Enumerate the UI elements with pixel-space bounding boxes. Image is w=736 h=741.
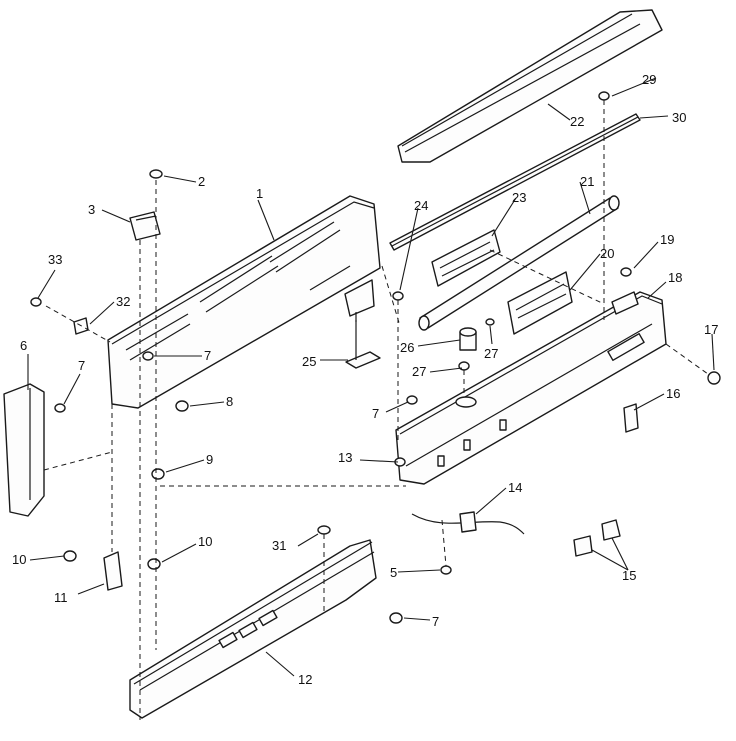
callout-label: 10 [12, 552, 26, 567]
callout-label: 15 [622, 568, 636, 583]
callout-label: 5 [390, 565, 397, 580]
foot-part [707, 371, 721, 385]
rod-part [418, 195, 620, 331]
callout-label: 24 [414, 198, 428, 213]
callout-label: 32 [116, 294, 130, 309]
callout-label: 27 [412, 364, 426, 379]
trim-cap-part [397, 9, 663, 163]
callout-label: 7 [78, 358, 85, 373]
callout-label: 23 [512, 190, 526, 205]
callout-label: 1 [256, 186, 263, 201]
callout-label: 17 [704, 322, 718, 337]
callout-label: 13 [338, 450, 352, 465]
wire-part [411, 511, 525, 535]
leaders [27, 77, 715, 677]
callout-label: 29 [642, 72, 656, 87]
callout-label: 9 [206, 452, 213, 467]
callout-label: 7 [432, 614, 439, 629]
callout-label: 3 [88, 202, 95, 217]
callout-label: 2 [198, 174, 205, 189]
timer-block-part [507, 271, 573, 335]
callout-label: 26 [400, 340, 414, 355]
callout-label: 14 [508, 480, 522, 495]
callout-label: 12 [298, 672, 312, 687]
callout-label: 7 [372, 406, 379, 421]
side-panel-part [3, 383, 45, 517]
switch-block-part [431, 229, 501, 287]
rear-bracket-part [107, 195, 381, 409]
callout-label: 25 [302, 354, 316, 369]
small-bracket-part [345, 320, 381, 369]
callout-label: 7 [204, 348, 211, 363]
callout-label: 33 [48, 252, 62, 267]
callout-label: 31 [272, 538, 286, 553]
callout-label: 19 [660, 232, 674, 247]
callout-label: 10 [198, 534, 212, 549]
callout-label: 16 [666, 386, 680, 401]
lower-panel-part [129, 539, 377, 719]
bracket-3-part [129, 211, 161, 241]
callout-label: 30 [672, 110, 686, 125]
callout-labels: 1 2 3 5 6 7 7 7 7 8 9 10 10 11 12 13 14 … [12, 72, 718, 687]
callout-label: 6 [20, 338, 27, 353]
callout-label: 27 [484, 346, 498, 361]
callout-label: 21 [580, 174, 594, 189]
callout-label: 11 [54, 590, 68, 605]
fasteners [30, 91, 632, 624]
clip-part [103, 551, 123, 591]
assembly-lines [43, 100, 709, 720]
callout-label: 20 [600, 246, 614, 261]
bracket-16-part [623, 403, 639, 433]
control-panel-part [395, 291, 667, 485]
callout-label: 8 [226, 394, 233, 409]
callout-label: 18 [668, 270, 682, 285]
trim-strip-part [389, 113, 641, 251]
knob-part [459, 327, 477, 351]
callout-label: 22 [570, 114, 584, 129]
clips-part [573, 519, 621, 557]
